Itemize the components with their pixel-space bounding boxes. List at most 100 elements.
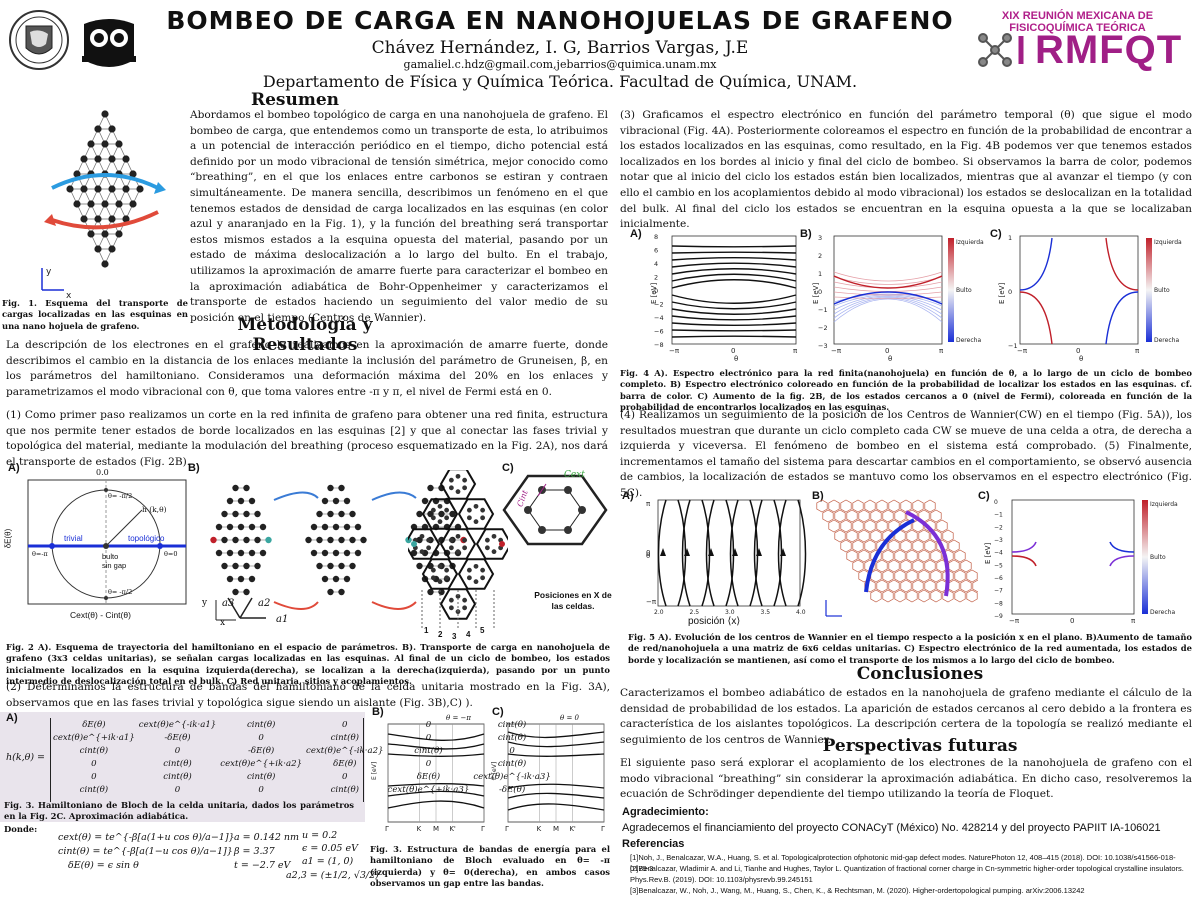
fig4b-ytick: −1: [818, 306, 828, 314]
fig1-atom: [87, 200, 95, 208]
fig4b-frame: [833, 235, 943, 345]
fig5b-hexagon: [840, 539, 852, 553]
fig4b-colorbar-mid: Bulto: [956, 287, 972, 294]
reference-1: [1]Noh, J., Benalcazar, W.A., Huang, S. …: [630, 853, 1176, 873]
fig2a-gap: bulto: [102, 552, 119, 561]
fig2-caption: Fig. 2 A). Esquema de trayectoria del ha…: [6, 642, 610, 687]
fig5-caption: Fig. 5 A). Evolución de los centros de W…: [628, 632, 1192, 665]
fig5c-colorbar-bot: Derecha: [1150, 609, 1175, 616]
fig3a-param-a: a = 0.142 nm: [234, 832, 300, 843]
fig2c-site: [480, 575, 486, 581]
fig1-atom: [73, 200, 81, 208]
fig2b-atom: [232, 562, 239, 570]
fig4a-level: [671, 308, 797, 315]
fig4a-level: [671, 279, 797, 289]
fig3a-panel: [0, 712, 365, 822]
fig5a-wannier-path: [749, 499, 759, 607]
fig2c-site: [444, 567, 450, 573]
fig2b-atom: [265, 536, 272, 544]
fig5b-hexagon: [864, 539, 876, 553]
fig3-label-a: A): [6, 712, 18, 724]
fig1-atom: [129, 170, 137, 178]
fig2c-site: [480, 515, 486, 521]
fig5b-hexagon: [888, 579, 900, 593]
fig4c-colorbar: [1146, 238, 1152, 342]
matrix-cell: δE(θ): [82, 719, 106, 730]
fig1-atom: [66, 185, 74, 193]
poster-title: BOMBEO DE CARGA EN NANOHOJUELAS DE GRAFE…: [166, 6, 954, 35]
band-line: [507, 731, 605, 739]
fig5a-xtick: 3.0: [725, 609, 735, 616]
fig4a-xtick: 0: [731, 347, 735, 355]
fig4b-level: [833, 295, 943, 311]
fig2c-site: [426, 537, 432, 543]
fig2c-edge-right: [499, 541, 505, 547]
matrix-row: cint(θ)0-δE(θ)cext(θ)e^{-ik·a2}cint(θ)0: [51, 744, 553, 757]
fig2b-atom: [421, 497, 429, 505]
fig5c-state: [1011, 555, 1037, 567]
fig2b-atom: [354, 549, 362, 557]
fig2c-edge-left: [411, 541, 417, 547]
fig5a-wannier-path: [753, 499, 763, 607]
department: Departamento de Física y Química Teórica…: [262, 72, 858, 91]
fig5c-frame: [1011, 499, 1135, 615]
fig2b-atom: [248, 549, 256, 557]
fig5a-wannier-path: [725, 499, 735, 607]
matrix-cell: 0: [425, 758, 432, 769]
matrix-cell: cint(θ): [497, 719, 527, 730]
fig5b-hexagon: [840, 519, 852, 533]
fig2b-atom: [243, 510, 250, 518]
fig5b-hexagon: [954, 569, 966, 583]
reference-2: [2]Benalcazar, Wladimir A. and Li, Tianh…: [630, 864, 1184, 884]
fig5a-arrowhead: [756, 548, 762, 556]
fig5b-hexagon: [864, 499, 876, 513]
matrix-cell: cint(θ): [79, 784, 109, 795]
matrix-cell: cint(θ): [79, 745, 109, 756]
fig2b-charge-transport: a3 a2 a1 y x: [196, 470, 496, 630]
band-k-tick: K: [417, 825, 422, 833]
fig5b-hexagon: [894, 509, 906, 523]
fig3a-param-t: t = −2.7 eV: [234, 860, 291, 871]
fig2-label-c: C): [502, 462, 514, 474]
fig1-atom: [129, 200, 137, 208]
matrix-cell: cint(θ): [246, 719, 276, 730]
fig5c-ytick: −5: [994, 562, 1003, 569]
band-ylabel: E [eV]: [371, 762, 378, 780]
fig5b-hexagon: [846, 529, 858, 543]
fig4a-ytick: 8: [654, 233, 658, 241]
fig5c-state: [1109, 555, 1135, 567]
fig4a-ytick: 6: [654, 247, 658, 255]
matrix-cell: cext(θ)e^{-ik·a1}: [138, 719, 217, 730]
fig2c-lattice-strip: [403, 468, 513, 638]
fig5b-hexagon: [864, 519, 876, 533]
band-k-tick: K: [537, 825, 542, 833]
fig3a-param-u: u = 0.2: [302, 830, 338, 841]
fig2b-atom: [237, 523, 245, 531]
fig2c-site: [484, 545, 490, 551]
fig1-atom: [94, 245, 102, 253]
fig2c-site: [437, 503, 443, 509]
fig2b-atom: [226, 523, 234, 531]
fig4b-xtick: −π: [831, 347, 842, 355]
band-line: [387, 790, 485, 797]
fig4a-level: [671, 262, 797, 268]
conclusiones-text: Caracterizamos el bombeo adiabático de e…: [620, 687, 1192, 746]
fig5b-hexagon: [852, 559, 864, 573]
fig1-atom: [87, 140, 95, 148]
fig5a-xtick: 2.0: [654, 609, 664, 616]
fig5c-colorbar-mid: Bulto: [1150, 554, 1166, 561]
fig2b-atom: [416, 562, 423, 570]
fig2b-atom: [254, 562, 261, 570]
fig3-label-b: B): [372, 706, 384, 718]
band-k-tick: Γ: [385, 825, 389, 833]
fig2b-atom: [343, 549, 351, 557]
fig2b-atom: [327, 562, 334, 570]
fig1-atom: [94, 185, 102, 193]
fig1-atom: [87, 230, 95, 238]
fig5b-arrow-blue: [864, 518, 915, 593]
fig1-atom: [108, 155, 116, 163]
fig5b-hexagon: [894, 569, 906, 583]
fig5b-hexagon: [882, 509, 894, 523]
fig1-arrowhead-right: [154, 182, 166, 194]
